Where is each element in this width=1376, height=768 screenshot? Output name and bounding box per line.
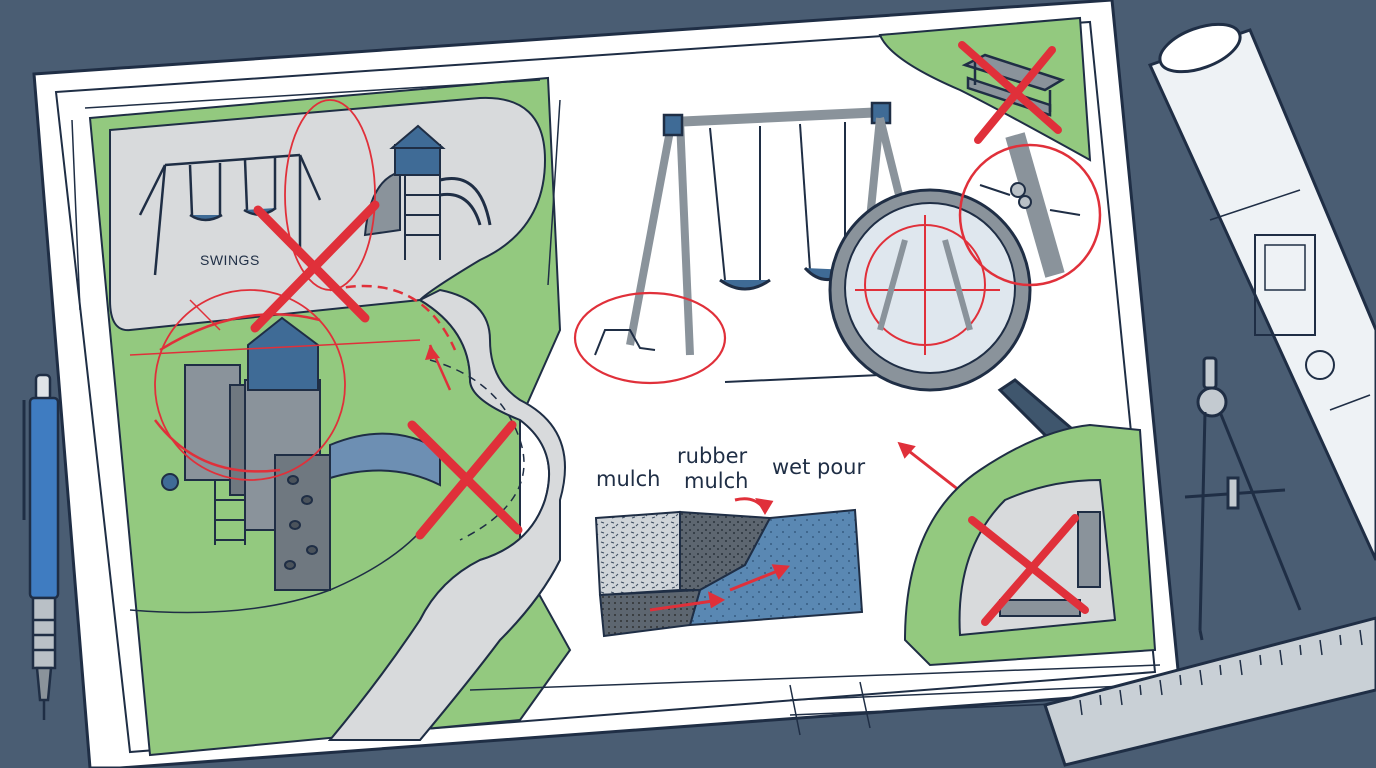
rubber-mulch-label-line2: mulch	[684, 469, 748, 493]
bench-area	[878, 16, 1102, 287]
hazard-cross-icon	[968, 514, 1089, 626]
hazard-cross-icon	[407, 420, 523, 540]
blueprint-roll-icon	[1147, 22, 1376, 561]
footing-hazard-circle	[573, 291, 727, 385]
rubber-mulch-label-line1: rubber	[677, 444, 748, 468]
park-plan-left	[71, 76, 572, 757]
mulch-label: mulch	[596, 467, 660, 491]
wet-pour-label: wet pour	[772, 455, 865, 479]
pencil-icon	[22, 373, 60, 720]
hazard-markings-left	[129, 99, 457, 481]
swings-label: SWINGS	[200, 252, 260, 268]
compass-icon	[1184, 356, 1302, 641]
ruler-icon	[1043, 616, 1376, 767]
hazard-cross-icon	[250, 200, 380, 333]
hazard-cross-icon	[958, 41, 1062, 144]
